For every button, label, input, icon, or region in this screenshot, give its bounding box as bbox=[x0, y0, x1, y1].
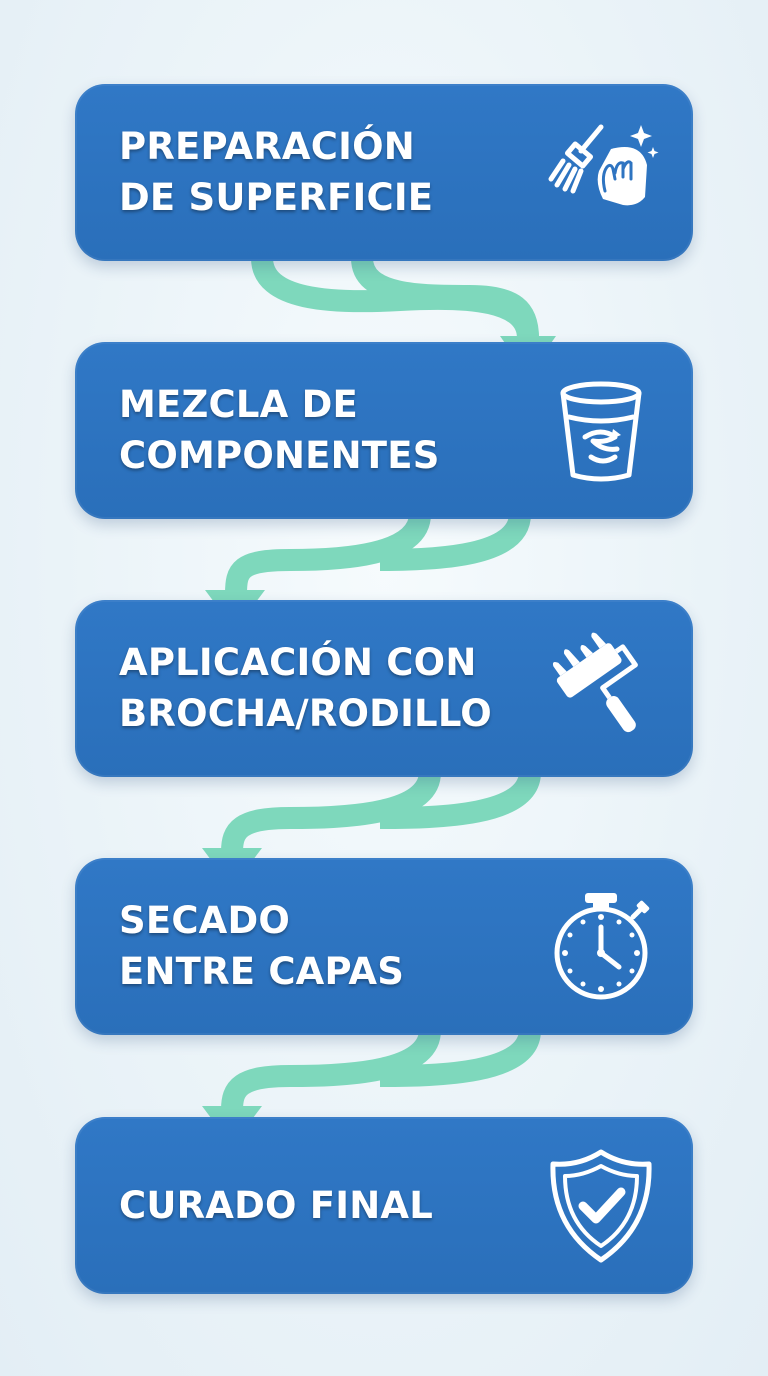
connector-arrow-1 bbox=[251, 256, 539, 340]
step-card-surface-preparation: PREPARACIÓN DE SUPERFICIE bbox=[75, 84, 693, 261]
shield-check-icon bbox=[541, 1146, 661, 1266]
step-label-final-curing: CURADO FINAL bbox=[119, 1183, 433, 1227]
brush-and-cleaning-cloth-icon bbox=[541, 113, 661, 233]
step-label-drying-between-coats: SECADO ENTRE CAPAS bbox=[119, 898, 405, 994]
stopwatch-icon bbox=[541, 887, 661, 1007]
step-card-component-mixing: MEZCLA DE COMPONENTES bbox=[75, 342, 693, 519]
step-card-drying-between-coats: SECADO ENTRE CAPAS bbox=[75, 858, 693, 1035]
step-card-final-curing: CURADO FINAL bbox=[75, 1117, 693, 1294]
paint-roller-icon bbox=[541, 629, 661, 749]
connector-arrow-4 bbox=[221, 1028, 541, 1111]
step-card-brush-roller-application: APLICACIÓN CON BROCHA/RODILLO bbox=[75, 600, 693, 777]
connector-arrow-2 bbox=[225, 512, 531, 595]
step-label-brush-roller-application: APLICACIÓN CON BROCHA/RODILLO bbox=[119, 640, 492, 736]
step-label-component-mixing: MEZCLA DE COMPONENTES bbox=[119, 382, 440, 478]
step-label-surface-preparation: PREPARACIÓN DE SUPERFICIE bbox=[119, 124, 434, 220]
mixing-cup-icon bbox=[541, 371, 661, 491]
connector-arrow-3 bbox=[221, 770, 541, 853]
